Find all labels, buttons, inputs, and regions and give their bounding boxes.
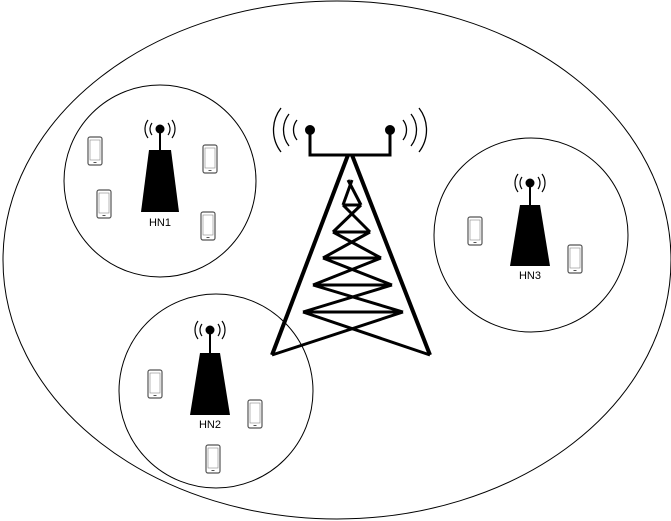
phone-icon	[567, 244, 583, 274]
home-node-cell-hn3: HN3	[433, 137, 629, 333]
home-node-cell-hn1: HN1	[63, 84, 257, 278]
phone-icon	[202, 144, 218, 174]
hn3-coverage-circle	[433, 137, 629, 333]
phone-icon	[467, 216, 483, 246]
phone-icon	[247, 399, 263, 429]
lattice-tower-icon	[270, 107, 432, 357]
small-cell-antenna-icon	[190, 320, 230, 415]
small-cell-antenna-icon	[510, 173, 550, 266]
phone-icon	[147, 369, 163, 399]
phone-icon	[96, 189, 112, 219]
hn1-coverage-circle	[63, 84, 257, 278]
hn3-label: HN3	[519, 270, 541, 282]
hn2-label: HN2	[199, 419, 221, 431]
hn1-label: HN1	[149, 217, 171, 229]
home-node-cell-hn2: HN2	[118, 293, 314, 489]
phone-icon	[205, 444, 221, 474]
phone-icon	[87, 136, 103, 166]
small-cell-antenna-icon	[141, 119, 179, 212]
phone-icon	[200, 211, 216, 241]
hn2-coverage-circle	[118, 293, 314, 489]
